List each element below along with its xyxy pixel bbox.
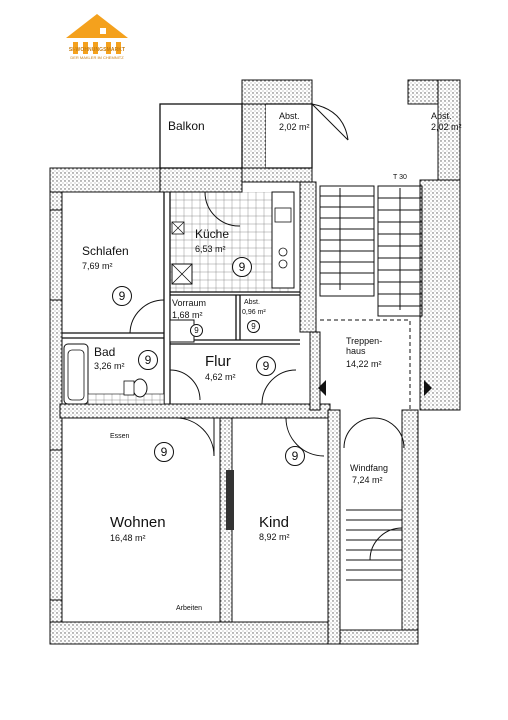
abst2-area: 2,02 m² bbox=[431, 122, 462, 132]
level-mark: T 30 bbox=[393, 174, 407, 181]
kind-area: 8,92 m² bbox=[259, 532, 290, 542]
kueche-code: 9 bbox=[232, 257, 252, 277]
logo-tagline: DER MAKLER IM CHEMNITZ bbox=[70, 55, 124, 60]
kind-code: 9 bbox=[285, 446, 305, 466]
schlafen-area: 7,69 m² bbox=[82, 261, 113, 271]
staircase bbox=[319, 185, 423, 581]
abst2-name: Abst. bbox=[431, 111, 452, 121]
balkon-label: Balkon bbox=[168, 119, 205, 133]
house-logo-icon bbox=[66, 14, 128, 54]
vorraum-code: 9 bbox=[190, 324, 203, 337]
arbeiten-label: Arbeiten bbox=[176, 605, 203, 612]
abst1-area: 2,02 m² bbox=[279, 122, 310, 132]
flur-area: 4,62 m² bbox=[205, 372, 236, 382]
toilet bbox=[132, 378, 148, 398]
windows bbox=[50, 209, 62, 601]
abst-small-code: 9 bbox=[247, 320, 260, 333]
abst-small-name: Abst. bbox=[244, 299, 260, 306]
schlafen-name: Schlafen bbox=[82, 244, 129, 258]
vorraum-area: 1,68 m² bbox=[172, 310, 203, 320]
logo-brand: SI-WOHNUNGSMARKT bbox=[68, 47, 126, 53]
wohnen-area: 16,48 m² bbox=[110, 533, 146, 543]
interior-walls bbox=[62, 192, 300, 404]
stairwell-dash-line bbox=[320, 319, 411, 410]
kind-name: Kind bbox=[259, 514, 290, 531]
stair-arrow-left-icon bbox=[318, 380, 326, 396]
bad-code: 9 bbox=[138, 350, 158, 370]
kitchen-counter bbox=[271, 191, 295, 289]
kueche-name: Küche bbox=[195, 227, 230, 241]
balcony bbox=[159, 103, 243, 169]
treppenhaus-area: 14,22 m² bbox=[346, 359, 382, 369]
stair-arrow-right-icon bbox=[424, 380, 432, 396]
windfang-area: 7,24 m² bbox=[352, 475, 383, 485]
schlafen-code: 9 bbox=[112, 286, 132, 306]
door-swings bbox=[129, 103, 405, 561]
wohnen-name: Wohnen bbox=[110, 514, 166, 531]
essen-label: Essen bbox=[110, 433, 130, 440]
flur-name: Flur bbox=[205, 353, 231, 370]
wohnen-code: 9 bbox=[154, 442, 174, 462]
bathtub bbox=[63, 343, 89, 405]
bad-area: 3,26 m² bbox=[94, 361, 125, 371]
storage-room-1 bbox=[266, 103, 313, 169]
vorraum-name: Vorraum bbox=[172, 298, 207, 308]
windfang-name: Windfang bbox=[350, 463, 389, 473]
kueche-area: 6,53 m² bbox=[195, 244, 226, 254]
chimney bbox=[226, 470, 234, 530]
exterior-walls bbox=[49, 79, 461, 645]
bad-name: Bad bbox=[94, 345, 116, 359]
abst1-name: Abst. bbox=[279, 111, 300, 121]
flur-code: 9 bbox=[256, 356, 276, 376]
abst-small-area: 0,96 m² bbox=[242, 309, 266, 316]
treppenhaus-name: Treppen- haus bbox=[346, 336, 383, 357]
